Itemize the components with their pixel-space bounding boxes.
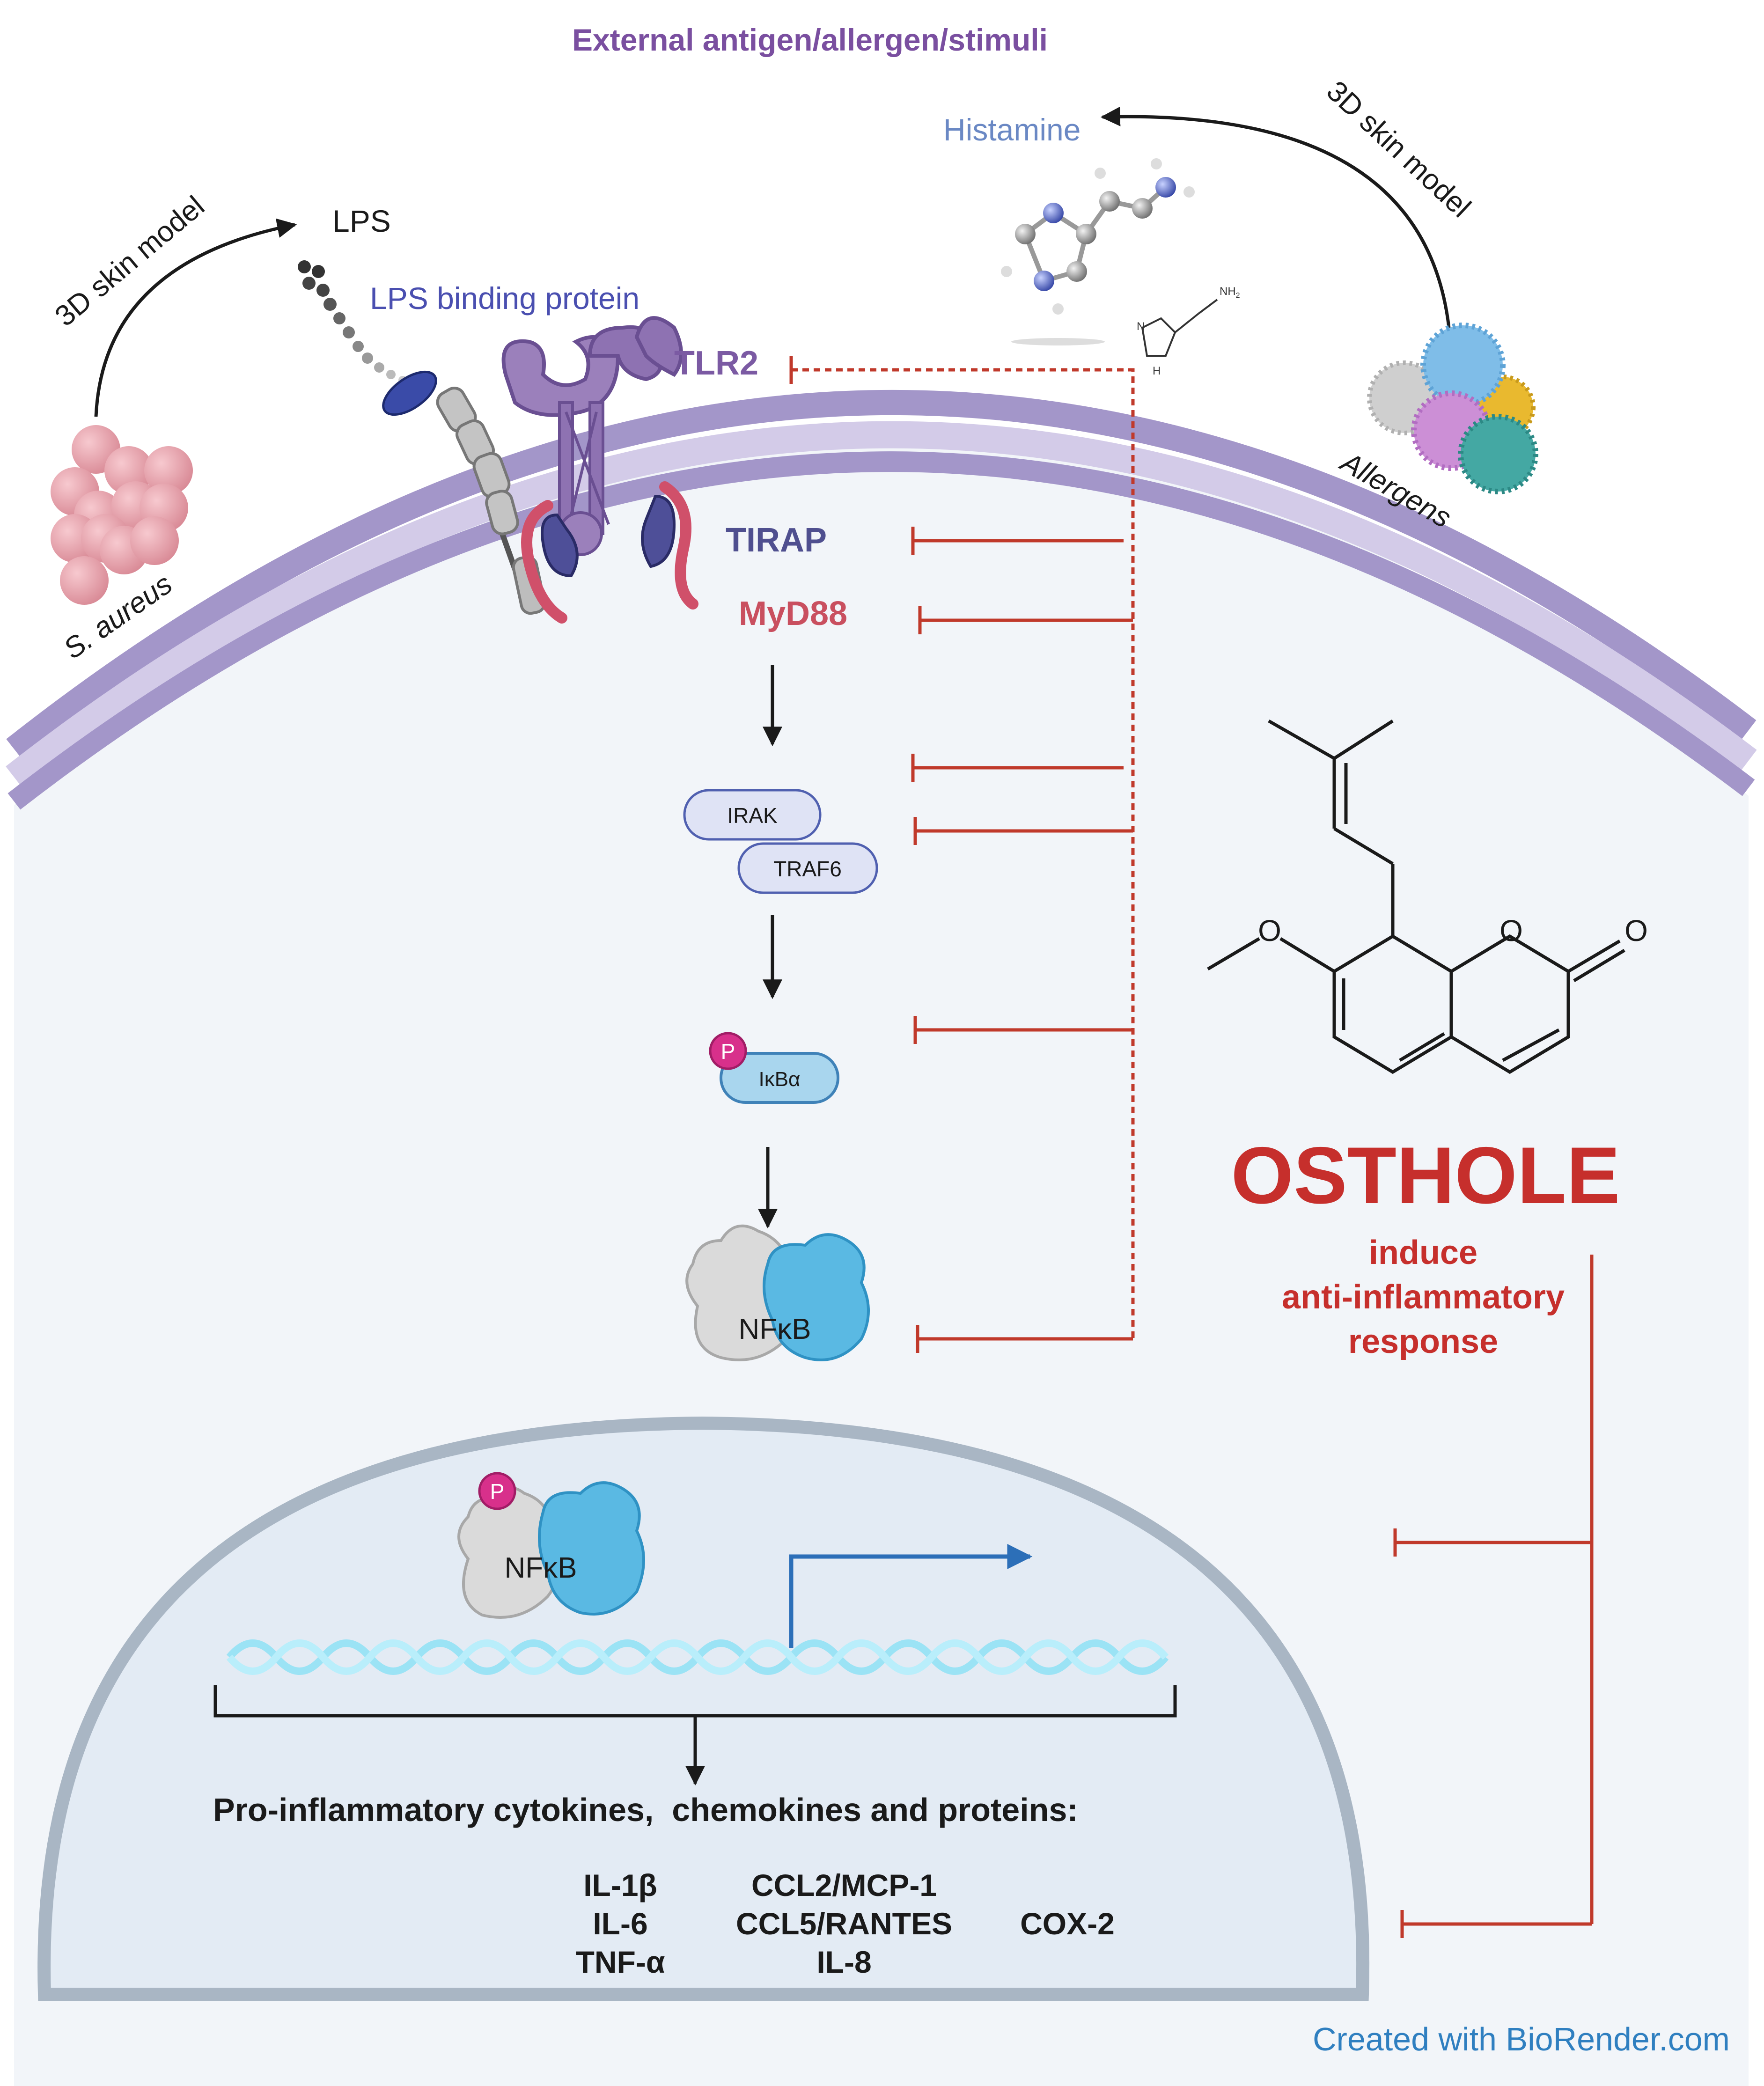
histamine-nh2-label: NH2 bbox=[1220, 285, 1240, 300]
nfkb-cytoplasm-icon bbox=[685, 1224, 870, 1361]
cytokine-list: IL-1β IL-6 TNF-α bbox=[576, 1868, 665, 1979]
osthole-effect-line2: anti-inflammatory bbox=[1282, 1278, 1565, 1316]
nfkb-nuclear-icon bbox=[457, 1481, 645, 1619]
transcription-arrow bbox=[789, 1544, 1033, 1648]
header-title: External antigen/allergen/stimuli bbox=[572, 22, 1048, 57]
chemokine-list: CCL2/MCP-1 CCL5/RANTES IL-8 bbox=[736, 1868, 952, 1979]
nfkb-nuclear-label: NFκB bbox=[505, 1552, 577, 1584]
left-arc-arrow bbox=[94, 218, 297, 417]
right-arc-arrow bbox=[1100, 106, 1451, 328]
phospho-ikba-label: P bbox=[721, 1039, 735, 1064]
inhibition-lines bbox=[911, 527, 1133, 1353]
osthole-inhibition-bracket bbox=[1393, 1255, 1594, 1938]
histamine-h-label: H bbox=[1153, 365, 1161, 377]
nucleus bbox=[37, 1416, 1370, 2001]
tlr2-inhibition-dotted bbox=[791, 368, 1135, 1339]
ikba-pill bbox=[720, 1052, 839, 1104]
cd14-rod-icon bbox=[436, 387, 546, 615]
chemokine-item: IL-8 bbox=[816, 1945, 871, 1979]
histamine-molecule-icon bbox=[1001, 158, 1195, 345]
tlr2-receptor-icon bbox=[501, 316, 698, 624]
output-heading: Pro-inflammatory cytokines, chemokines a… bbox=[213, 1792, 1078, 1828]
histamine-label: Histamine bbox=[943, 112, 1080, 147]
chemokine-item: CCL2/MCP-1 bbox=[751, 1868, 937, 1902]
osthole-o-carbonyl: O bbox=[1624, 914, 1648, 948]
lps-label: LPS bbox=[332, 204, 391, 238]
myd88-label: MyD88 bbox=[739, 595, 847, 632]
cytokine-item: IL-6 bbox=[593, 1906, 647, 1941]
traf6-pill bbox=[737, 842, 878, 894]
s-aureus-icon bbox=[51, 425, 193, 605]
traf6-label: TRAF6 bbox=[773, 857, 842, 881]
irak-pill bbox=[683, 789, 822, 841]
osthole-o-ring: O bbox=[1499, 914, 1523, 948]
dna-helix-icon bbox=[226, 1639, 1169, 1675]
phospho-nfkb-label: P bbox=[490, 1479, 505, 1504]
tlr2-label: TLR2 bbox=[674, 345, 758, 382]
irak-label: IRAK bbox=[727, 803, 778, 828]
chemokine-item: CCL5/RANTES bbox=[736, 1906, 952, 1941]
lps-binding-protein-label: LPS binding protein bbox=[370, 281, 639, 316]
lps-molecule-icon bbox=[298, 260, 407, 384]
biorender-credit[interactable]: Created with BioRender.com bbox=[1313, 2021, 1730, 2057]
cytokine-item: TNF-α bbox=[576, 1945, 665, 1979]
phospho-ikba-icon bbox=[709, 1032, 747, 1070]
protein-list: COX-2 bbox=[1020, 1906, 1115, 1941]
histamine-n-label: N bbox=[1137, 320, 1145, 333]
histamine-structure-icon: N H NH2 bbox=[1137, 285, 1240, 377]
nfkb-cytoplasm-label: NFκB bbox=[739, 1313, 811, 1345]
cell-membrane bbox=[6, 389, 1757, 810]
osthole-structure-icon bbox=[1207, 719, 1625, 1074]
osthole-effect-line1: induce bbox=[1369, 1234, 1477, 1271]
protein-item: COX-2 bbox=[1020, 1906, 1115, 1941]
osthole-title: OSTHOLE bbox=[1231, 1131, 1620, 1220]
lps-binding-protein-icon bbox=[382, 370, 437, 416]
osthole-o-methoxy: O bbox=[1258, 914, 1281, 948]
ikba-label: IκBα bbox=[758, 1068, 800, 1091]
allergens-icon bbox=[1367, 323, 1538, 494]
osthole-effect-line3: response bbox=[1348, 1323, 1498, 1360]
phospho-nfkb-icon bbox=[478, 1472, 516, 1510]
cytokine-item: IL-1β bbox=[583, 1868, 657, 1902]
tirap-label: TIRAP bbox=[726, 522, 827, 559]
